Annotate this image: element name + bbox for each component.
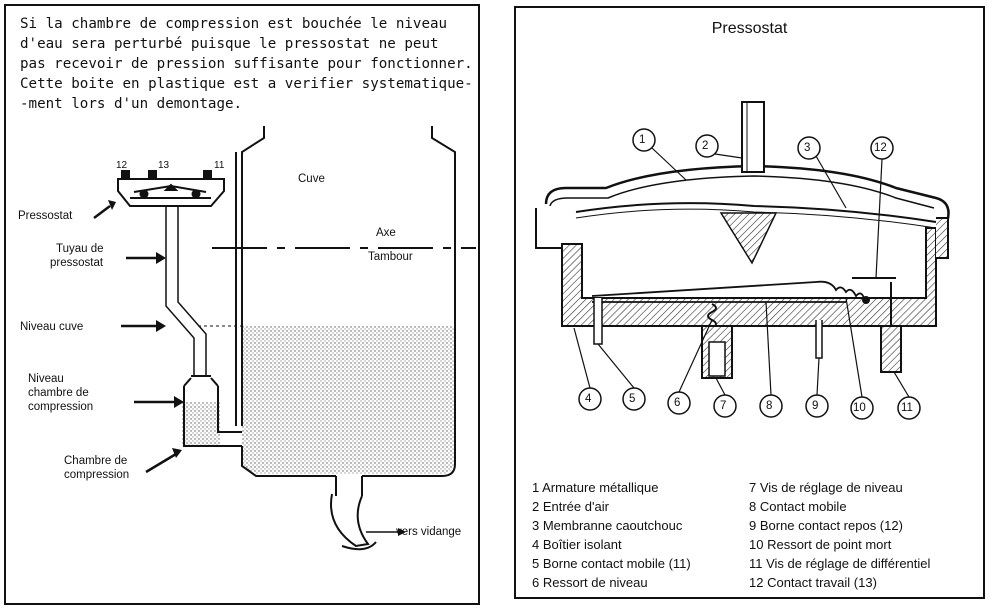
legend-item: 11 Vis de réglage de différentiel (749, 556, 931, 571)
chamber-label-line2: compression (64, 469, 130, 481)
callout-8-text: 8 (766, 400, 773, 412)
pressostat-panel: Pressostat (514, 6, 985, 599)
pressostat-small (117, 170, 225, 207)
washing-machine-diagram-panel: Si la chambre de compression est bouchée… (4, 4, 480, 605)
diff-screw-housing (880, 325, 902, 373)
leader-lines (573, 147, 910, 398)
tube-label-line1: Tuyau de (56, 243, 104, 255)
pressostat-label: Pressostat (18, 210, 73, 222)
intro-line: -ment lors d'un demontage. (20, 96, 243, 112)
callout-2-text: 2 (702, 140, 709, 152)
callout-10-text: 10 (853, 402, 866, 414)
axis-label: Axe (376, 227, 396, 239)
callout-11-text: 11 (901, 402, 913, 414)
tank-water (242, 326, 454, 474)
tank-level-label: Niveau cuve (20, 321, 84, 333)
callout-7-text: 7 (720, 400, 727, 412)
intro-line: d'eau sera perturbé puisque le pressosta… (20, 36, 439, 52)
tube-label-line2: pressostat (50, 257, 104, 269)
pressostat-tube (165, 206, 207, 376)
legend-right: 7 Vis de réglage de niveau 8 Contact mob… (749, 478, 930, 592)
terminal-12-label: 12 (116, 160, 128, 171)
pressostat-title: Pressostat (711, 20, 788, 37)
legend-item: 8 Contact mobile (749, 499, 847, 514)
callout-12-text: 12 (874, 142, 887, 154)
contact-lever (591, 280, 865, 303)
tank-label: Cuve (298, 173, 325, 185)
drain-label: vers vidange (396, 526, 462, 538)
chamber-label-line1: Chambre de (64, 455, 128, 467)
rest-terminal (815, 320, 823, 359)
chamber-level-label-line1: Niveau (28, 373, 64, 385)
intro-line: Cette boite en plastique est a verifier … (20, 76, 473, 92)
mobile-terminal (593, 298, 603, 345)
chamber-water (182, 402, 220, 446)
drum-label: Tambour (368, 251, 413, 263)
legend-item: 3 Membranne caoutchouc (532, 518, 683, 533)
air-inlet (741, 101, 765, 173)
tank-outline (235, 126, 456, 477)
legend-item: 1 Armature métallique (532, 480, 659, 495)
callout-5-text: 5 (629, 393, 636, 405)
callout-circles (578, 128, 921, 420)
callout-2 (695, 134, 719, 158)
legend-item: 6 Ressort de niveau (532, 575, 648, 590)
label-arrows (93, 205, 177, 474)
intro-line: Si la chambre de compression est bouchée… (20, 16, 448, 32)
callout-1 (632, 128, 656, 152)
tank-schematic (93, 126, 476, 551)
chamber-level-label-line2: chambre de (28, 387, 89, 399)
legend-item: 2 Entrée d'air (532, 499, 609, 514)
terminal-13-label: 13 (158, 160, 170, 171)
callout-3 (797, 136, 821, 160)
callout-6-text: 6 (674, 397, 681, 409)
chamber-level-label-line3: compression (28, 401, 94, 413)
drain-outlet (330, 476, 377, 551)
callout-4-text: 4 (585, 393, 592, 405)
intro-line: pas recevoir de pression suffisante pour… (20, 56, 473, 72)
plunger (719, 212, 778, 265)
legend-left: 1 Armature métallique 2 Entrée d'air 3 M… (532, 478, 691, 592)
legend-item: 4 Boîtier isolant (532, 537, 622, 552)
compression-chamber (183, 375, 242, 447)
legend-item: 10 Ressort de point mort (749, 537, 892, 552)
intro-text: Si la chambre de compression est bouchée… (20, 14, 475, 114)
callout-3-text: 3 (804, 142, 811, 154)
legend-item: 7 Vis de réglage de niveau (749, 480, 903, 495)
legend-item: 9 Borne contact repos (12) (749, 518, 903, 533)
pressostat-cutaway (535, 101, 950, 420)
membrane (575, 202, 937, 223)
callout-9-text: 9 (812, 400, 819, 412)
terminal-11-label: 11 (214, 160, 225, 171)
legend-item: 5 Borne contact mobile (11) (532, 556, 691, 571)
callout-1-text: 1 (639, 134, 646, 146)
legend-item: 12 Contact travail (13) (749, 575, 877, 590)
